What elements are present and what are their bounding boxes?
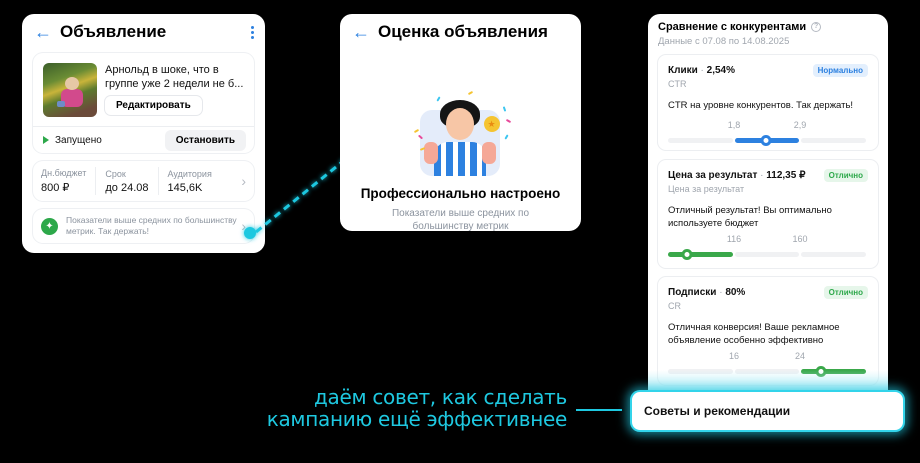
rating-tip-card[interactable]: ✦ Показатели выше средних по большинству… [33,209,254,243]
page-title: Оценка объявления [378,22,548,41]
ad-screen: ← Объявление Арнольд в шоке, что в групп… [22,14,265,253]
value-marker [760,135,772,146]
stat-term: Срок до 24.08 [105,167,159,195]
stop-button[interactable]: Остановить [164,129,246,151]
ad-thumbnail [43,63,97,117]
play-icon [43,136,49,144]
comparison-screen: Сравнение с конкурентами ? Данные с 07.0… [648,14,888,392]
value-marker [815,366,827,377]
benchmark-scale: 16 24 [668,347,868,381]
callout-line [576,409,622,411]
rating-tip-text: Показатели выше средних по большинству м… [66,215,237,236]
status-label: Запущено [55,134,102,146]
chevron-right-icon[interactable]: › [241,173,246,189]
tips-and-recommendations-button[interactable]: Советы и рекомендации [630,390,905,432]
comparison-period: Данные с 07.08 по 14.08.2025 [658,36,790,47]
benchmark-scale: 116 160 [668,230,868,264]
status-badge: Нормально [812,64,868,77]
arrow-left-icon[interactable]: ← [352,22,370,42]
more-vertical-icon[interactable] [249,25,255,39]
thumbs-up-illustration: ★ [406,90,516,178]
metric-card-clicks: Клики · 2,54% Нормально CTR CTR на уровн… [658,55,878,150]
arrow-left-icon[interactable]: ← [34,22,52,42]
benchmark-scale: 1,8 2,9 [668,116,868,150]
metric-card-subscriptions: Подписки · 80% Отлично CR Отличная конве… [658,277,878,385]
comparison-title: Сравнение с конкурентами ? [648,14,888,33]
rating-headline: Профессионально настроено [360,186,561,201]
rating-subtitle: Показатели выше средних по большинству м… [391,208,530,231]
sparkle-icon: ✦ [41,217,58,235]
chevron-right-icon[interactable]: › [241,218,246,234]
ad-screen-header: ← Объявление [22,14,265,50]
ad-card: Арнольд в шоке, что в группе уже 2 недел… [33,53,254,153]
rating-screen: ← Оценка объявления ★ Профессионально на… [340,14,581,231]
value-marker [681,249,693,260]
edit-button[interactable]: Редактировать [105,96,202,115]
rating-screen-header: ← Оценка объявления [340,14,581,50]
callout-caption: даём совет, как сделать кампанию ещё эфф… [266,385,568,431]
stats-card[interactable]: Дн.бюджет 800 ₽ Срок до 24.08 Аудитория … [33,161,254,201]
ad-text: Арнольд в шоке, что в группе уже 2 недел… [105,64,244,90]
metric-card-cost-per-result: Цена за результат · 112,35 ₽ Отлично Цен… [658,160,878,268]
stat-audience: Аудитория 145,6K [167,168,212,194]
status-badge: Отлично [823,169,868,182]
status-indicator: Запущено [43,135,102,146]
page-title: Объявление [60,22,167,41]
help-icon[interactable]: ? [811,22,822,32]
status-badge: Отлично [823,286,868,299]
stat-budget: Дн.бюджет 800 ₽ [41,167,97,195]
